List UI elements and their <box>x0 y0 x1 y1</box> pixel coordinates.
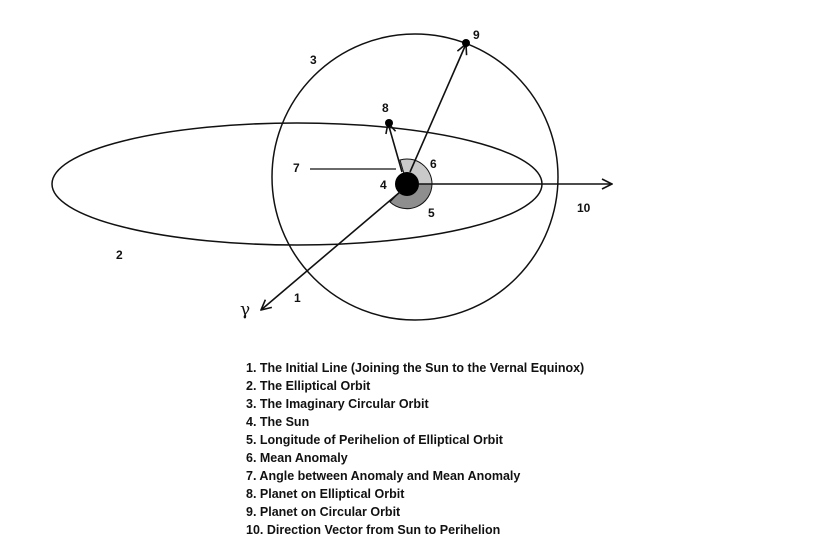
legend-item: 1. The Initial Line (Joining the Sun to … <box>246 361 585 375</box>
initial-line <box>261 191 401 310</box>
legend: 1. The Initial Line (Joining the Sun to … <box>246 359 584 539</box>
label-8: 8 <box>382 101 389 115</box>
legend-item: 9. Planet on Circular Orbit <box>246 505 401 519</box>
label-2: 2 <box>116 248 123 262</box>
label-10: 10 <box>577 201 591 215</box>
legend-item: 8. Planet on Elliptical Orbit <box>246 487 405 501</box>
planet-elliptical-orbit <box>385 119 393 127</box>
label-5: 5 <box>428 206 435 220</box>
elliptical-planet-vector <box>388 123 403 173</box>
legend-item: 10. Direction Vector from Sun to Perihel… <box>246 523 501 537</box>
legend-item: 3. The Imaginary Circular Orbit <box>246 397 429 411</box>
label-7: 7 <box>293 161 300 175</box>
perihelion-wedge <box>389 183 433 210</box>
sun <box>395 172 419 196</box>
circular-orbit <box>271 33 559 321</box>
legend-item: 2. The Elliptical Orbit <box>246 379 371 393</box>
planet-circular-orbit <box>462 39 470 47</box>
legend-item: 7. Angle between Anomaly and Mean Anomal… <box>246 469 521 483</box>
label-4: 4 <box>380 178 387 192</box>
label-6: 6 <box>430 157 437 171</box>
vernal-equinox-symbol: γ <box>240 300 250 320</box>
legend-item: 5. Longitude of Perihelion of Elliptical… <box>246 433 503 447</box>
label-3: 3 <box>310 53 317 67</box>
label-9: 9 <box>473 28 480 42</box>
legend-item: 4. The Sun <box>246 415 310 429</box>
legend-item: 6. Mean Anomaly <box>246 451 348 465</box>
label-1: 1 <box>294 291 301 305</box>
circular-planet-vector <box>409 44 466 173</box>
